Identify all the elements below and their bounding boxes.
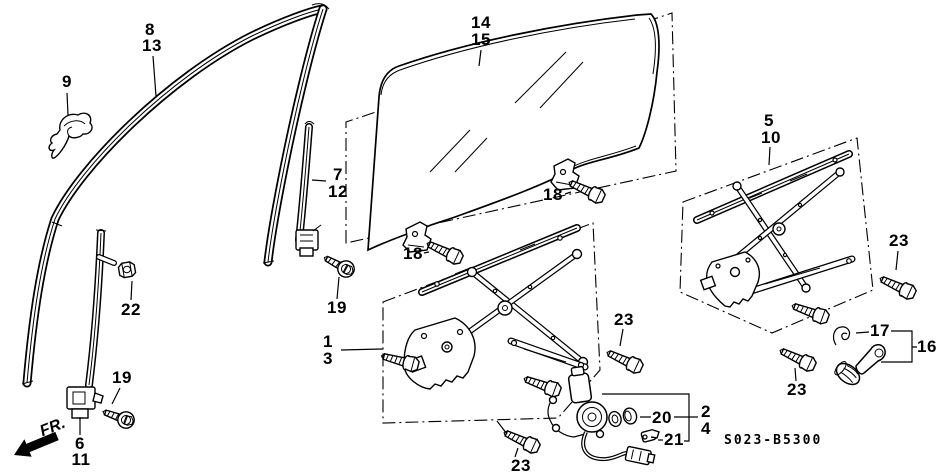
callout-9: 9 [62,72,72,91]
callout-6: 6 [75,434,85,453]
diagram-code: S023-B5300 [724,433,823,448]
callout-23: 23 [614,310,634,329]
regulator-motor [547,365,656,466]
door-run-channel [21,3,330,388]
callout-3: 3 [323,349,333,368]
door-glass [367,13,660,252]
bolt-19-icon [319,249,358,281]
window-regulator-assembly [403,224,589,390]
fr-arrow-icon [14,431,59,457]
bolt-icon [520,370,564,400]
callout-16: 16 [917,337,937,356]
sash-channel-7 [295,121,322,257]
bolt-23-icon [776,342,819,374]
callout-5: 5 [764,111,774,130]
callout-2: 2 [701,402,711,421]
callout-4: 4 [701,419,711,438]
callout-20: 20 [652,408,672,427]
front-channel-6 [66,229,117,419]
callout-19: 19 [327,298,347,317]
motor-clip-21 [640,429,660,443]
glass-enclosure-box [345,12,677,244]
bolt-23-icon [500,424,543,456]
callout-15: 15 [471,30,491,49]
callout-11: 11 [71,450,91,469]
callout-18: 18 [543,185,563,204]
callout-14: 14 [471,13,491,32]
callout-13: 13 [142,36,162,55]
leader-lines [66,49,917,458]
callout-12: 12 [328,182,348,201]
bolt-icon [788,297,832,327]
crank-handle [834,344,886,386]
clip-9 [48,112,93,159]
callout-10: 10 [761,128,781,147]
handle-spring-clip [832,326,851,346]
bolt-23-icon [876,270,919,302]
callout-21: 21 [664,430,684,449]
callout-19: 19 [112,368,132,387]
callout-23: 23 [787,380,807,399]
bolt-19-icon [99,403,138,432]
callout-17: 17 [870,321,890,340]
callout-23: 23 [511,456,531,474]
regulator-2-enclosure-box [679,137,874,334]
callout-18: 18 [403,244,423,263]
callout-7: 7 [333,165,343,184]
wire-connector [624,445,656,466]
callout-8: 8 [145,20,155,39]
window-regulator-assembly-2 [693,150,856,308]
nut-22-icon [117,260,137,279]
motor-grommet-20 [608,407,638,428]
bolt-23-icon [603,344,646,376]
callout-1: 1 [323,332,333,351]
callout-22: 22 [121,300,141,319]
callout-23: 23 [889,231,909,250]
